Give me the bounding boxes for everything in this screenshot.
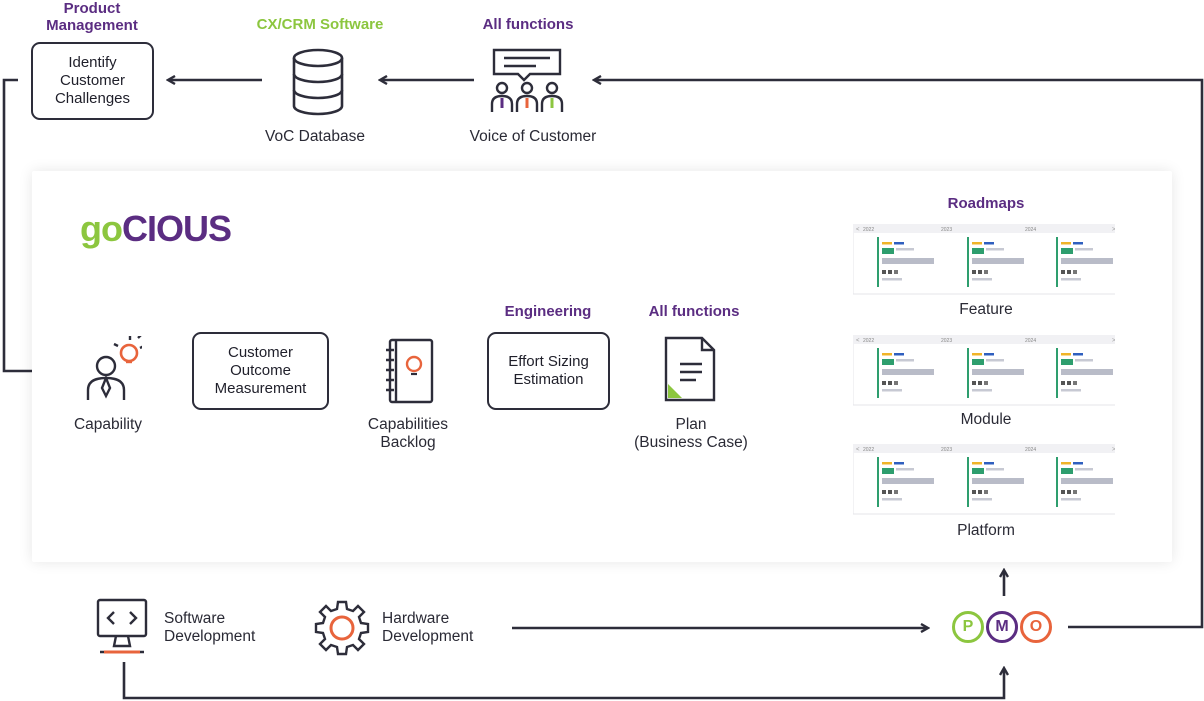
- capability-icon: [86, 336, 142, 400]
- all-functions-tag-mid: All functions: [648, 303, 740, 320]
- plan-document-icon: [664, 336, 716, 402]
- roadmap-year-label: 2024: [1025, 227, 1036, 233]
- pmo-p-circle: P: [952, 611, 984, 643]
- gocious-logo: goCIOUS: [80, 208, 232, 249]
- customer-outcome-measurement-box: Customer Outcome Measurement: [192, 332, 329, 410]
- voice-of-customer-icon: [490, 48, 564, 112]
- software-development-label: Software Development: [164, 610, 256, 645]
- pmo-o-circle: O: [1020, 611, 1052, 643]
- roadmap-year-label: 2023: [941, 338, 952, 344]
- roadmap-year-label: 2022: [863, 338, 874, 344]
- pmo-m-circle: M: [986, 611, 1018, 643]
- plan-label: Plan (Business Case): [634, 416, 748, 451]
- product-management-tag: Product Management: [46, 0, 138, 34]
- roadmap-platform-label: Platform: [957, 522, 1015, 539]
- engineering-tag: Engineering: [504, 303, 592, 320]
- svg-text:<: <: [856, 227, 860, 233]
- roadmap-year-label: 2022: [863, 227, 874, 233]
- capability-label: Capability: [73, 416, 143, 433]
- voice-of-customer-label: Voice of Customer: [469, 128, 597, 145]
- backlog-notebook-icon: [386, 338, 434, 404]
- database-icon: [292, 48, 344, 116]
- svg-text:>: >: [1112, 338, 1115, 344]
- roadmap-year-label: 2023: [941, 227, 952, 233]
- identify-customer-challenges-box: Identify Customer Challenges: [31, 42, 154, 120]
- svg-text:<: <: [856, 338, 860, 344]
- svg-text:>: >: [1112, 447, 1115, 453]
- roadmap-year-label: 2023: [941, 447, 952, 453]
- software-development-icon: [96, 598, 148, 654]
- roadmap-year-label: 2024: [1025, 338, 1036, 344]
- hardware-gear-icon: [314, 600, 370, 656]
- svg-text:>: >: [1112, 227, 1115, 233]
- roadmap-year-label: 2024: [1025, 447, 1036, 453]
- roadmap-thumbnail-3: < >2022 2023 2024: [853, 444, 1115, 515]
- roadmaps-title: Roadmaps: [947, 195, 1025, 212]
- roadmap-thumbnail-2: < >2022 2023 2024: [853, 335, 1115, 406]
- hardware-development-label: Hardware Development: [382, 610, 474, 645]
- roadmap-module-label: Module: [960, 411, 1012, 428]
- effort-sizing-estimation-box: Effort Sizing Estimation: [487, 332, 610, 410]
- voc-database-label: VoC Database: [265, 128, 365, 145]
- svg-text:<: <: [856, 447, 860, 453]
- roadmap-thumbnail-1: < >2022 2023 2024: [853, 224, 1115, 295]
- capabilities-backlog-label: Capabilities Backlog: [367, 416, 449, 451]
- roadmap-feature-label: Feature: [959, 301, 1013, 318]
- crm-software-tag: CX/CRM Software: [256, 16, 384, 33]
- roadmap-year-label: 2022: [863, 447, 874, 453]
- all-functions-tag-top: All functions: [482, 16, 574, 33]
